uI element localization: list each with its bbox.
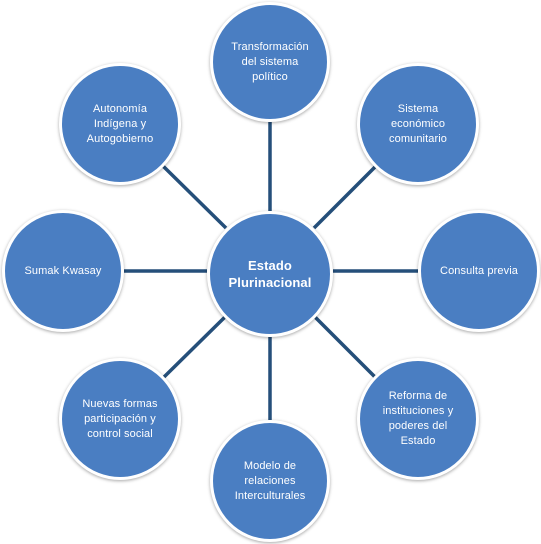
node-label: Reforma de instituciones y poderes del E… [382,390,454,447]
node-nuevas-formas-participacion: Nuevas formas participación y control so… [59,358,181,480]
connector-ne [312,164,378,230]
node-transformacion-sistema-politico: Transformación del sistema político [210,2,330,122]
node-label: Sumak Kwasay [24,264,102,277]
node-sumak-kwasay: Sumak Kwasay [2,210,124,332]
node-reforma-instituciones: Reforma de instituciones y poderes del E… [357,358,479,480]
node-label: Nuevas formas participación y control so… [82,397,158,440]
node-sistema-economico-comunitario: Sistema económico comunitario [357,63,479,185]
node-consulta-previa: Consulta previa [418,210,540,332]
node-label: Modelo de relaciones Interculturales [234,459,306,502]
connector-nw [161,164,228,230]
node-label: Transformación del sistema político [231,40,309,83]
node-label: Autonomía Indígena y Autogobierno [86,102,154,145]
connector-se [312,314,378,380]
node-label: Sistema económico comunitario [389,102,447,145]
node-autonomia-indigena: Autonomía Indígena y Autogobierno [59,63,181,185]
node-estado-plurinacional: Estado Plurinacional [207,211,333,337]
node-label: Consulta previa [440,264,518,277]
node-modelo-relaciones-interculturales: Modelo de relaciones Interculturales [210,420,330,542]
connector-sw [161,314,228,380]
center-label: Estado Plurinacional [228,258,312,290]
